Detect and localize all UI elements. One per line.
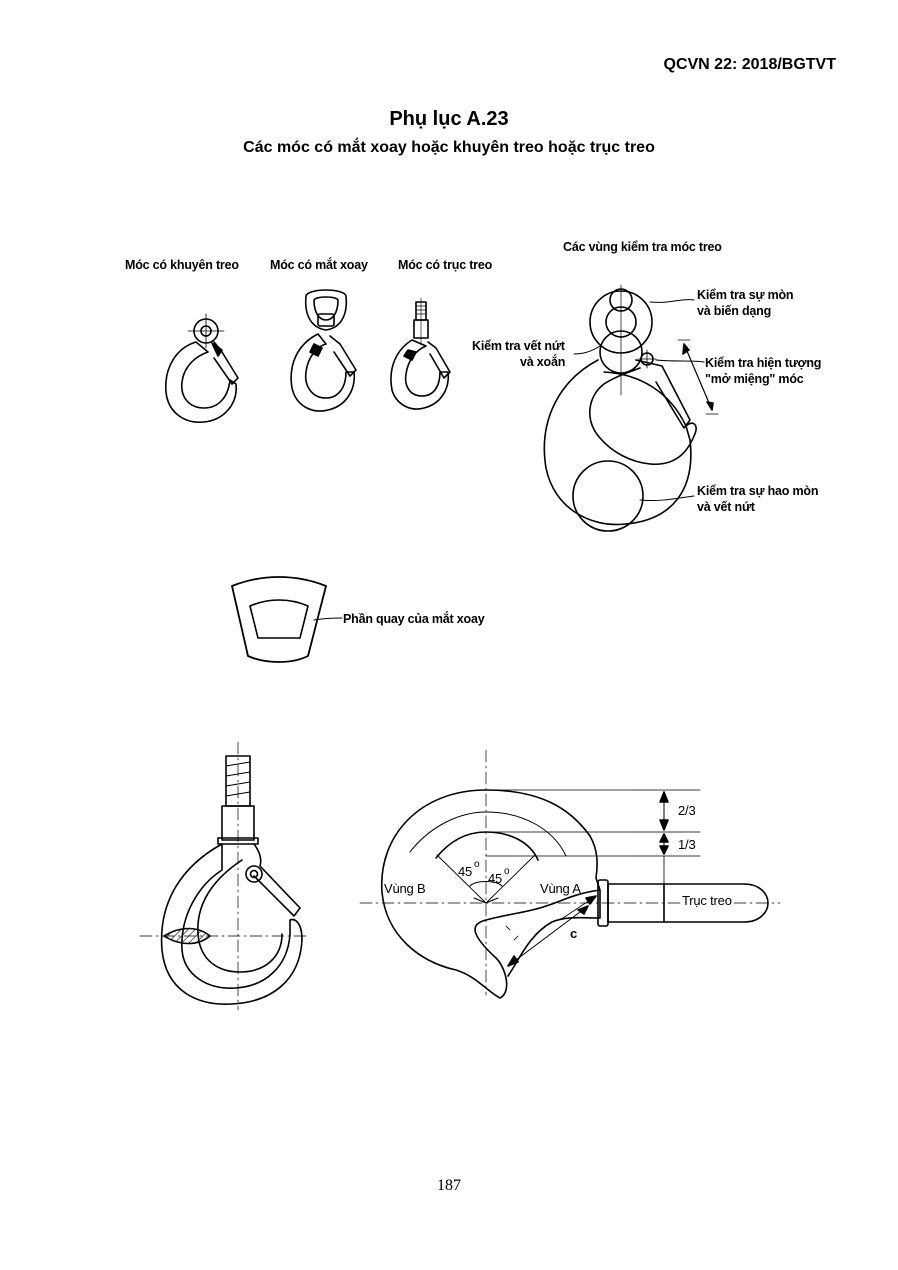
opening-label-2: "mở miệng" móc [705,372,804,386]
zone-a-label: Vùng A [540,881,581,896]
appendix-title: Phụ lục A.23 [389,108,509,130]
bottom-label-2: và vết nứt [697,500,755,514]
degree-right: o [504,866,510,877]
page-number: 187 [437,1177,461,1194]
shaft-label: Trục treo [682,893,732,908]
fraction-one-third: 1/3 [678,837,696,852]
swivel-part-label: Phần quay của mắt xoay [343,612,485,626]
fraction-two-thirds: 2/3 [678,803,696,818]
wear-label-2: và biến dạng [697,304,772,318]
inspection-title: Các vùng kiểm tra móc treo [563,240,722,254]
zone-b-label: Vùng B [384,881,426,896]
c-label: c [570,926,578,941]
swivel-hook-label: Móc có mắt xoay [270,258,368,272]
opening-label-1: Kiểm tra hiện tượng [705,356,822,370]
degree-left: o [474,859,480,870]
swivel-hook-drawing [290,289,357,412]
crack-label-1: Kiểm tra vết nứt [472,339,565,353]
zone-dimension-diagram [359,749,781,999]
inspection-hook-drawing [543,284,719,532]
crack-label-2: và xoắn [520,355,566,369]
wear-label-1: Kiểm tra sự mòn [697,288,794,302]
bottom-label-1: Kiểm tra sự hao mòn [697,484,819,498]
swivel-part-drawing [231,576,343,663]
angle-right: 45 [488,871,503,886]
shank-hook-section-drawing [139,741,311,1011]
eye-hook-drawing [165,313,239,423]
shank-hook-drawing [390,297,451,410]
document-code: QCVN 22: 2018/BGTVT [663,56,837,73]
appendix-subtitle: Các móc có mắt xoay hoặc khuyên treo hoặ… [243,139,655,156]
shank-hook-label: Móc có trục treo [398,258,493,272]
angle-left: 45 [458,864,473,879]
eye-hook-label: Móc có khuyên treo [125,258,239,272]
